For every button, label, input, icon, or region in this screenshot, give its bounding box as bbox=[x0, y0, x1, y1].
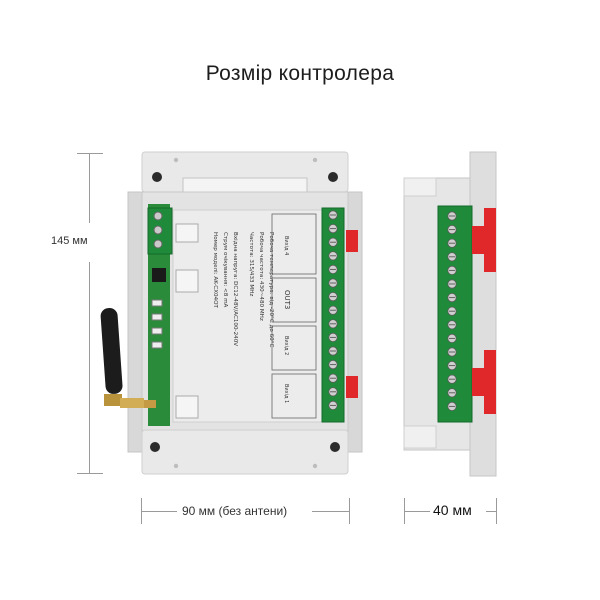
height-dim-top-tick bbox=[77, 153, 103, 154]
height-dim-line-lower bbox=[89, 262, 90, 473]
height-dim-bottom-tick bbox=[77, 473, 103, 474]
controller-side-view bbox=[403, 151, 497, 477]
mount-hole-bottom-left bbox=[150, 442, 160, 452]
din-clip-top bbox=[484, 208, 496, 272]
right-terminal-block bbox=[321, 207, 345, 423]
mount-hole-bottom-right bbox=[330, 442, 340, 452]
label-panel bbox=[172, 209, 326, 423]
front-clip-top bbox=[346, 230, 358, 252]
learn-button-label bbox=[175, 223, 199, 243]
mount-hole-top-right bbox=[328, 172, 338, 182]
depth-dim-line-left bbox=[404, 511, 430, 512]
depth-dim-right-tick bbox=[496, 498, 497, 524]
info-line-6: Робоча температура: від -20°C до 60°C bbox=[268, 232, 274, 347]
relay-1-label: Вихід 1 bbox=[283, 384, 289, 403]
mount-hole-top-left bbox=[152, 172, 162, 182]
antenna bbox=[100, 308, 156, 408]
width-dim-line-left bbox=[141, 511, 177, 512]
din-clip-bottom bbox=[484, 350, 496, 414]
info-line-3: Струм очікування: <8 mA bbox=[222, 232, 228, 308]
button-label-2 bbox=[175, 269, 199, 293]
left-terminal-block bbox=[147, 207, 173, 255]
width-dim-line-right bbox=[312, 511, 349, 512]
info-line-1: Номер моделі: AK-CX04OT bbox=[212, 232, 218, 309]
info-line-2: Частота: 315/433 MHz bbox=[248, 232, 254, 296]
height-label: 145 мм bbox=[51, 235, 88, 247]
front-clip-bottom bbox=[346, 376, 358, 398]
depth-dim-line-right bbox=[486, 511, 496, 512]
info-line-5: Вхідна напруга: DC12-48V/AC100-240V bbox=[232, 232, 238, 346]
button-label-3 bbox=[175, 395, 199, 419]
depth-label: 40 мм bbox=[433, 502, 472, 518]
height-dim-line-upper bbox=[89, 153, 90, 223]
bottom-mount-tab bbox=[141, 429, 349, 475]
page-title: Розмір контролера bbox=[205, 62, 395, 85]
out3-label: OUT3 bbox=[283, 290, 291, 309]
width-dim-right-tick bbox=[349, 498, 350, 524]
relay-2-label: Вихід 2 bbox=[283, 336, 289, 355]
width-label: 90 мм (без антени) bbox=[182, 504, 288, 518]
relay-4-label: Вихід 4 bbox=[283, 236, 289, 255]
info-line-4: Робоча частота: 430~480 MHz bbox=[258, 232, 264, 321]
